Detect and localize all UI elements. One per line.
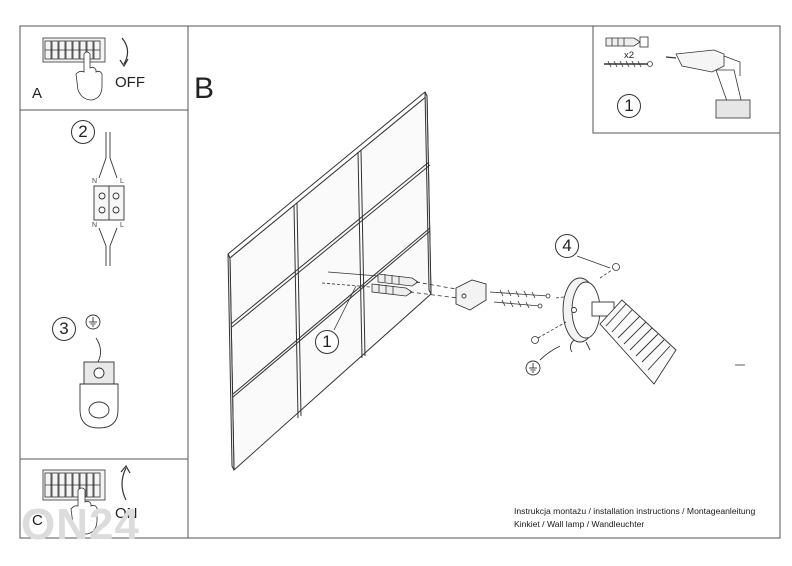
hand-pointer-icon-c bbox=[70, 487, 98, 535]
breaker-panel-c bbox=[42, 464, 131, 535]
step-1-wall-marker: 1 bbox=[315, 330, 339, 354]
curved-arrow-icon-c bbox=[121, 467, 127, 501]
wire-n-bottom: N bbox=[92, 222, 98, 229]
fixing-multiplier: x2 bbox=[624, 50, 635, 61]
panel-c-box bbox=[19, 458, 189, 539]
hand-pointer-icon-a bbox=[75, 51, 103, 101]
wire-l-top: L bbox=[120, 178, 124, 185]
step-4-marker: 4 bbox=[555, 234, 579, 258]
wire-l-bottom: L bbox=[120, 222, 124, 229]
screw-icon bbox=[604, 60, 653, 68]
tools-illustration bbox=[604, 36, 751, 119]
tools-box bbox=[592, 25, 781, 134]
terminal-block-icon bbox=[93, 185, 125, 221]
ground-symbol-icon-lamp bbox=[525, 345, 561, 376]
caption-instructions: Instrukcja montażu / installation instru… bbox=[514, 506, 756, 516]
leader-lines bbox=[333, 255, 745, 366]
panel-c-letter: C bbox=[32, 512, 43, 529]
step-3-marker: 3 bbox=[52, 317, 76, 341]
lamp-screws bbox=[531, 263, 620, 344]
ground-clamp bbox=[79, 337, 119, 429]
caption-product: Kinkiet / Wall lamp / Wandleuchter bbox=[514, 519, 645, 529]
panel-b-letter: B bbox=[194, 72, 215, 105]
wire-n-top: N bbox=[92, 178, 98, 185]
wall-lamp-icon bbox=[562, 277, 677, 385]
off-label: OFF bbox=[115, 74, 145, 91]
on-label: ON bbox=[115, 505, 138, 522]
outer-frame bbox=[19, 25, 781, 539]
step-2-marker: 2 bbox=[71, 120, 95, 144]
wall-fixings bbox=[321, 271, 463, 299]
wall-plug-icon bbox=[605, 36, 649, 48]
step-1-tools-marker: 1 bbox=[617, 94, 641, 118]
ground-symbol-icon-left bbox=[85, 314, 101, 330]
wall-tiles bbox=[227, 91, 432, 472]
breaker-panel-a bbox=[42, 37, 129, 101]
breaker-switches-c bbox=[44, 472, 101, 498]
wiring-diagram bbox=[93, 132, 125, 266]
curved-arrow-icon-a bbox=[121, 37, 129, 65]
panel-a-box bbox=[19, 25, 189, 111]
breaker-switches-a bbox=[44, 40, 101, 60]
bracket-screws bbox=[489, 289, 573, 309]
panel-a-letter: A bbox=[32, 85, 43, 102]
mounting-bracket bbox=[455, 279, 487, 311]
watermark-logo: ON24 bbox=[21, 500, 140, 549]
drill-icon bbox=[665, 49, 751, 119]
